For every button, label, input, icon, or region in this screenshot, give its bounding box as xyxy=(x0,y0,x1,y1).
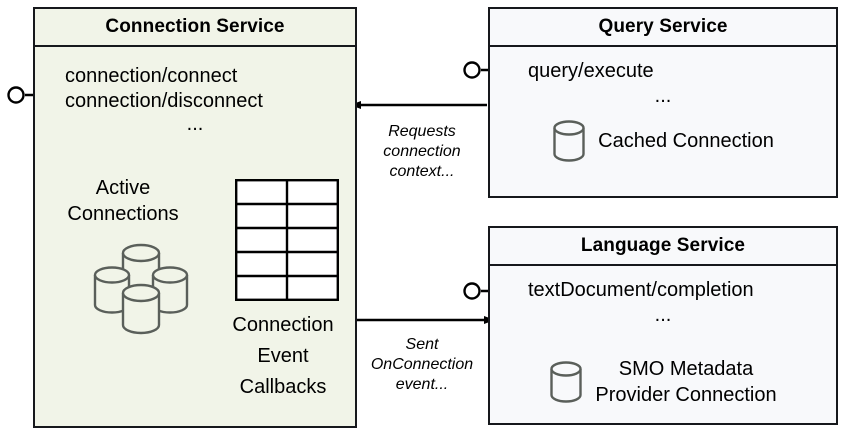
smo-metadata-connection-label: SMO Metadata Provider Connection xyxy=(595,358,777,406)
api-query-execute: query/execute xyxy=(528,60,654,82)
language-service-title: Language Service xyxy=(490,228,836,266)
api-textdocument-completion: textDocument/completion xyxy=(528,279,754,301)
callback-table-icon xyxy=(235,179,339,301)
api-connection-disconnect: connection/disconnect xyxy=(65,90,263,112)
cached-connection-row: Cached Connection xyxy=(490,119,836,163)
connection-event-callbacks-label: Connection Event Callbacks xyxy=(232,314,334,398)
api-connection-connect: connection/connect xyxy=(65,65,238,87)
active-connections-label: Active Connections xyxy=(67,177,179,225)
smo-metadata-connection-row: SMO Metadata Provider Connection xyxy=(490,356,836,408)
component-language-service[interactable]: Language Service textDocument/completion… xyxy=(488,226,838,425)
database-cluster-icon xyxy=(87,237,203,337)
cached-connection-label: Cached Connection xyxy=(598,130,774,152)
component-query-service[interactable]: Query Service query/execute ... Cached C… xyxy=(488,7,838,198)
database-icon xyxy=(552,119,586,163)
connection-service-ellipsis: ... xyxy=(186,113,204,135)
query-service-title: Query Service xyxy=(490,9,836,47)
connection-service-title: Connection Service xyxy=(35,9,355,47)
edge-label-sent-onconnection-event: Sent OnConnection event... xyxy=(370,336,474,393)
connection-service-api-list: connection/connect connection/disconnect xyxy=(65,64,263,114)
query-service-ellipsis: ... xyxy=(654,85,672,107)
language-service-body: textDocument/completion ... SMO Metadata… xyxy=(490,266,836,423)
edge-label-requests-connection-context: Requests connection context... xyxy=(383,123,461,180)
component-connection-service[interactable]: Connection Service connection/connect co… xyxy=(33,7,357,428)
query-service-body: query/execute ... Cached Connection xyxy=(490,47,836,196)
language-service-ellipsis: ... xyxy=(654,304,672,326)
database-icon xyxy=(549,360,583,404)
connection-service-body: connection/connect connection/disconnect… xyxy=(35,47,355,426)
